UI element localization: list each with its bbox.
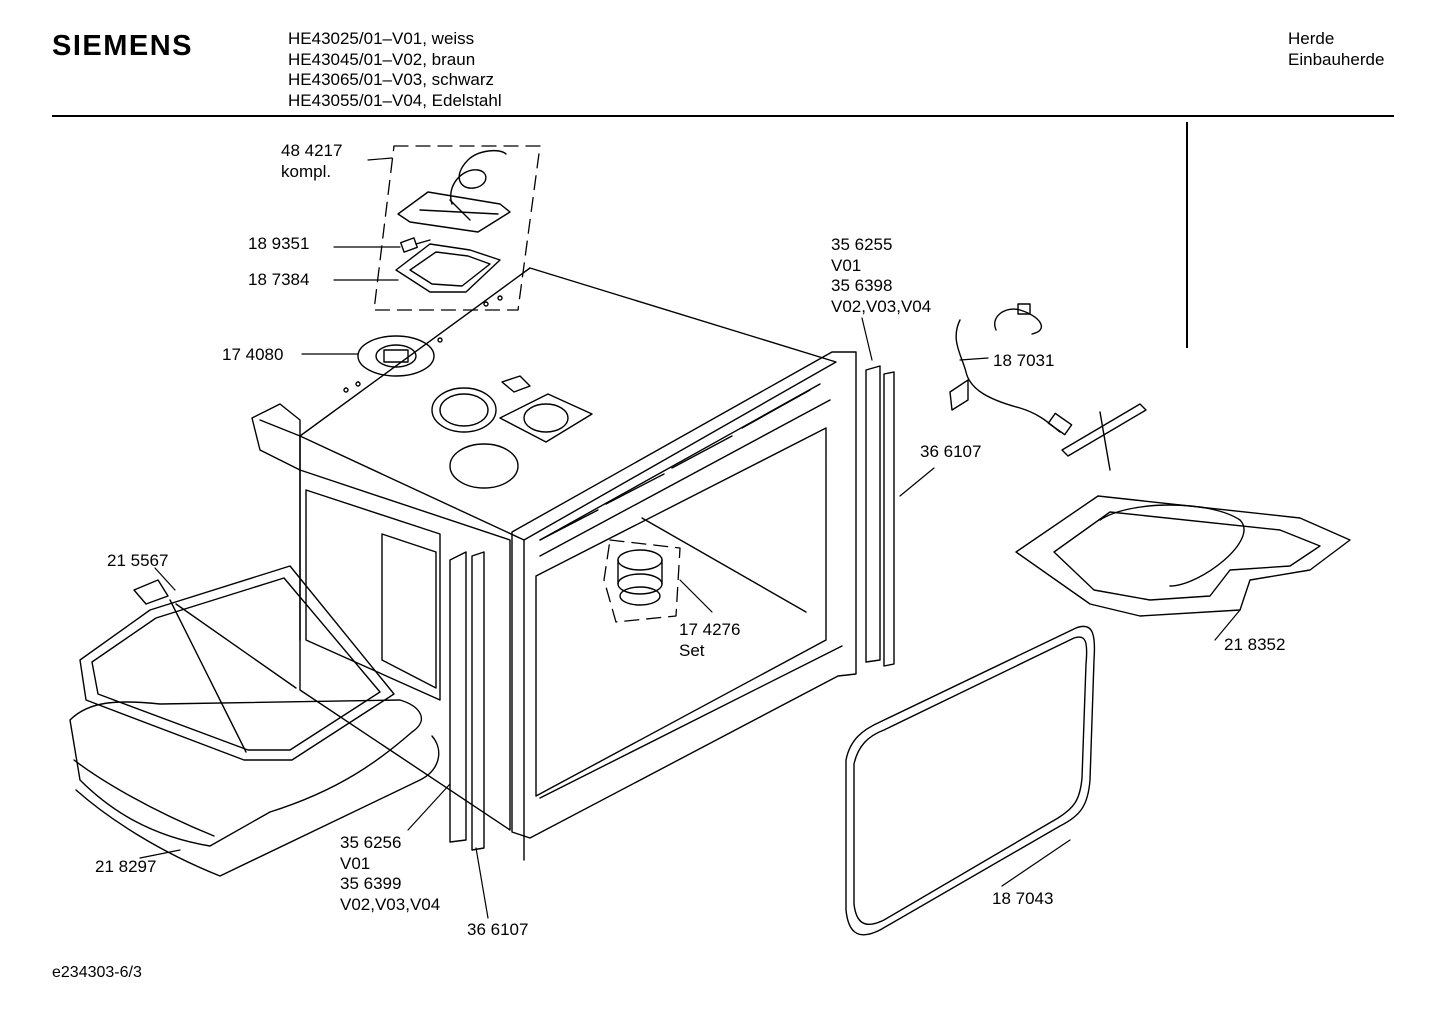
sensor-assembly-part [397,149,511,233]
left-side-rails [449,551,485,851]
model-line: HE43065/01–V03, schwarz [288,70,495,89]
fan-set-part [617,549,663,606]
right-side-rails [865,365,895,667]
temperature-sensor-part [949,303,1073,436]
oven-housing [251,267,857,861]
model-list: HE43025/01–V01, weiss HE43045/01–V02, br… [288,29,502,111]
door-gasket-part [845,625,1096,936]
category-label: Herde Einbauherde [1288,29,1384,70]
part-label-174276: 17 4276 Set [679,620,741,660]
ring-heating-element-part [79,565,395,761]
part-label-366107-right: 36 6107 [920,442,982,461]
model-line: HE43025/01–V01, weiss [288,29,475,48]
brand-logo: SIEMENS [52,30,194,62]
category-line: Einbauherde [1288,49,1385,69]
part-label-366107-left: 36 6107 [467,920,529,939]
vertical-divider [1186,122,1188,348]
category-line: Herde [1288,29,1335,48]
header-divider [52,115,1394,117]
grill-heating-element-part [1015,403,1351,617]
part-label-174080: 17 4080 [222,345,284,364]
part-label-189351: 18 9351 [248,234,310,253]
part-label-356255: 35 6255 V01 35 6398 V02,V03,V04 [831,235,932,316]
model-line: HE43055/01–V04, Edelstahl [288,90,502,110]
part-label-356256: 35 6256 V01 35 6399 V02,V03,V04 [340,833,441,914]
document-code: e234303-6/3 [52,964,142,981]
tray-part-187384 [395,243,501,293]
part-label-215567: 21 5567 [107,551,169,570]
switch-part-189351 [400,237,431,253]
leader-lines [139,157,1241,919]
part-label-218297: 21 8297 [95,857,157,876]
part-label-187384: 18 7384 [248,270,310,289]
part-label-187043: 18 7043 [992,889,1054,908]
insulation-mat-part [69,699,440,877]
part-label-484217: 48 4217 kompl. [281,141,343,181]
part-label-187031: 18 7031 [993,351,1055,370]
part-label-218352: 21 8352 [1224,635,1286,654]
model-line: HE43045/01–V02, braun [288,49,476,69]
dashed-group-frames [373,145,681,623]
